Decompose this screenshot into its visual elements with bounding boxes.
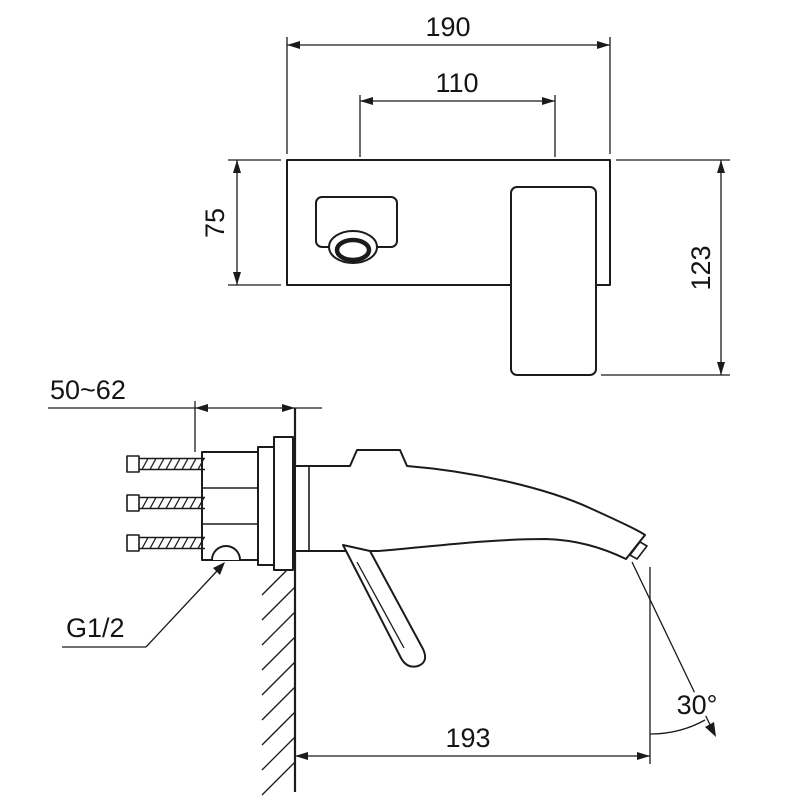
- inlet-thread-callout: G1/2: [62, 562, 225, 648]
- aerator-nozzle: [629, 541, 648, 560]
- arrowhead: [717, 160, 725, 173]
- water-stream-arrowhead: [705, 722, 716, 737]
- handle-front: [510, 186, 597, 376]
- arrowhead: [195, 404, 208, 412]
- front-view: 190 110 75 123: [200, 12, 730, 376]
- mounting-screw: [126, 534, 206, 552]
- plate-height-label: 75: [200, 208, 230, 238]
- escutcheon-side: [273, 436, 294, 571]
- spray-angle-label: 30°: [677, 690, 718, 720]
- spray-angle-arc: [649, 719, 706, 735]
- arrowhead: [360, 97, 373, 105]
- mounting-screw: [126, 455, 206, 473]
- center-distance-label: 110: [435, 68, 478, 98]
- arrowhead: [282, 404, 295, 412]
- callout-arrowhead: [213, 562, 225, 575]
- arrowhead: [233, 160, 241, 173]
- arrowhead: [233, 272, 241, 285]
- overall-height-label: 123: [686, 245, 716, 290]
- overall-width-label: 190: [425, 12, 470, 42]
- arrowhead: [597, 41, 610, 49]
- dim-plate-height: 75: [200, 159, 281, 286]
- mounting-screw: [126, 494, 206, 512]
- spout-reach-label: 193: [445, 723, 490, 753]
- arrowhead: [287, 41, 300, 49]
- arrowhead: [637, 752, 650, 760]
- spout-aerator-ring: [334, 237, 372, 263]
- arrowhead: [542, 97, 555, 105]
- lever-edge-line: [356, 561, 405, 649]
- dim-wall-thickness: 50~62: [48, 375, 322, 452]
- inlet-thread-label: G1/2: [66, 613, 125, 643]
- water-stream: 30°: [631, 561, 721, 737]
- dim-center-distance: 110: [359, 68, 556, 157]
- dim-spout-reach: 193: [295, 567, 651, 764]
- spout-side-profile: [294, 449, 646, 560]
- mounting-bracket: [257, 446, 275, 566]
- arrowhead: [295, 752, 308, 760]
- arrowhead: [717, 362, 725, 375]
- wall-hatching: [261, 561, 296, 796]
- valve-body: [201, 436, 294, 571]
- dim-overall-height: 123: [601, 159, 730, 376]
- wall-thickness-label: 50~62: [50, 375, 126, 405]
- inlet-port-arc: [211, 545, 241, 561]
- dim-overall-width: 190: [286, 12, 611, 154]
- valve-body-outline: [201, 451, 259, 561]
- lever-handle-side: [342, 544, 427, 668]
- side-view: 30° 50~62 G1/2 193: [48, 375, 721, 796]
